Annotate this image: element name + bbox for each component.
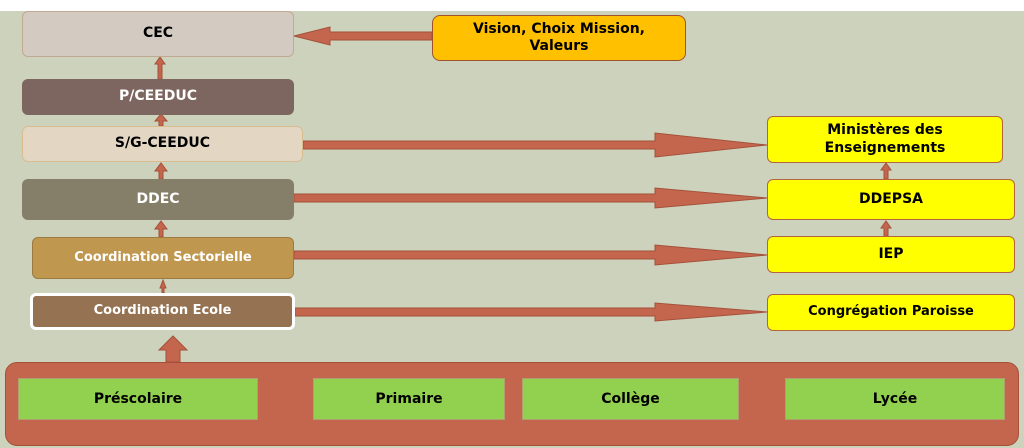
iep-box: IEP: [767, 236, 1015, 273]
level-prescolaire: Préscolaire: [18, 378, 258, 420]
p-ceeduc-box: P/CEEDUC: [22, 79, 294, 115]
coordination-sectorielle-box: Coordination Sectorielle: [32, 237, 294, 279]
level-lycee: Lycée: [785, 378, 1005, 420]
arrow-up-levels-to-ecole: [157, 335, 189, 363]
vision-box: Vision, Choix Mission, Valeurs: [432, 15, 686, 61]
ddec-box: DDEC: [22, 179, 294, 220]
arrow-vision-to-cec: [293, 26, 433, 46]
arrow-sg-to-ministeres: [302, 132, 768, 158]
level-college: Collège: [522, 378, 739, 420]
level-primaire: Primaire: [313, 378, 505, 420]
congregation-box: Congrégation Paroisse: [767, 294, 1015, 331]
coordination-ecole-box: Coordination Ecole: [30, 293, 295, 330]
arrow-up-pceeduc-cec: [154, 56, 166, 80]
sg-ceeduc-box: S/G-CEEDUC: [22, 126, 303, 162]
arrow-up-sect-ddec: [154, 220, 168, 238]
arrow-ecole-to-congregation: [294, 302, 768, 322]
cec-box: CEC: [22, 11, 294, 57]
arrow-up-sg-pceeduc: [153, 113, 169, 127]
arrow-ddec-to-ddepsa: [293, 187, 768, 209]
arrow-up-ddepsa-ministeres: [880, 162, 892, 180]
arrow-sect-to-iep: [293, 244, 768, 266]
ministeres-box: Ministères des Enseignements: [767, 116, 1003, 163]
arrow-up-ddec-sg: [154, 162, 168, 180]
arrow-up-ecole-sect: [159, 278, 167, 294]
ddepsa-box: DDEPSA: [767, 179, 1015, 220]
arrow-up-iep-ddepsa: [880, 220, 892, 237]
